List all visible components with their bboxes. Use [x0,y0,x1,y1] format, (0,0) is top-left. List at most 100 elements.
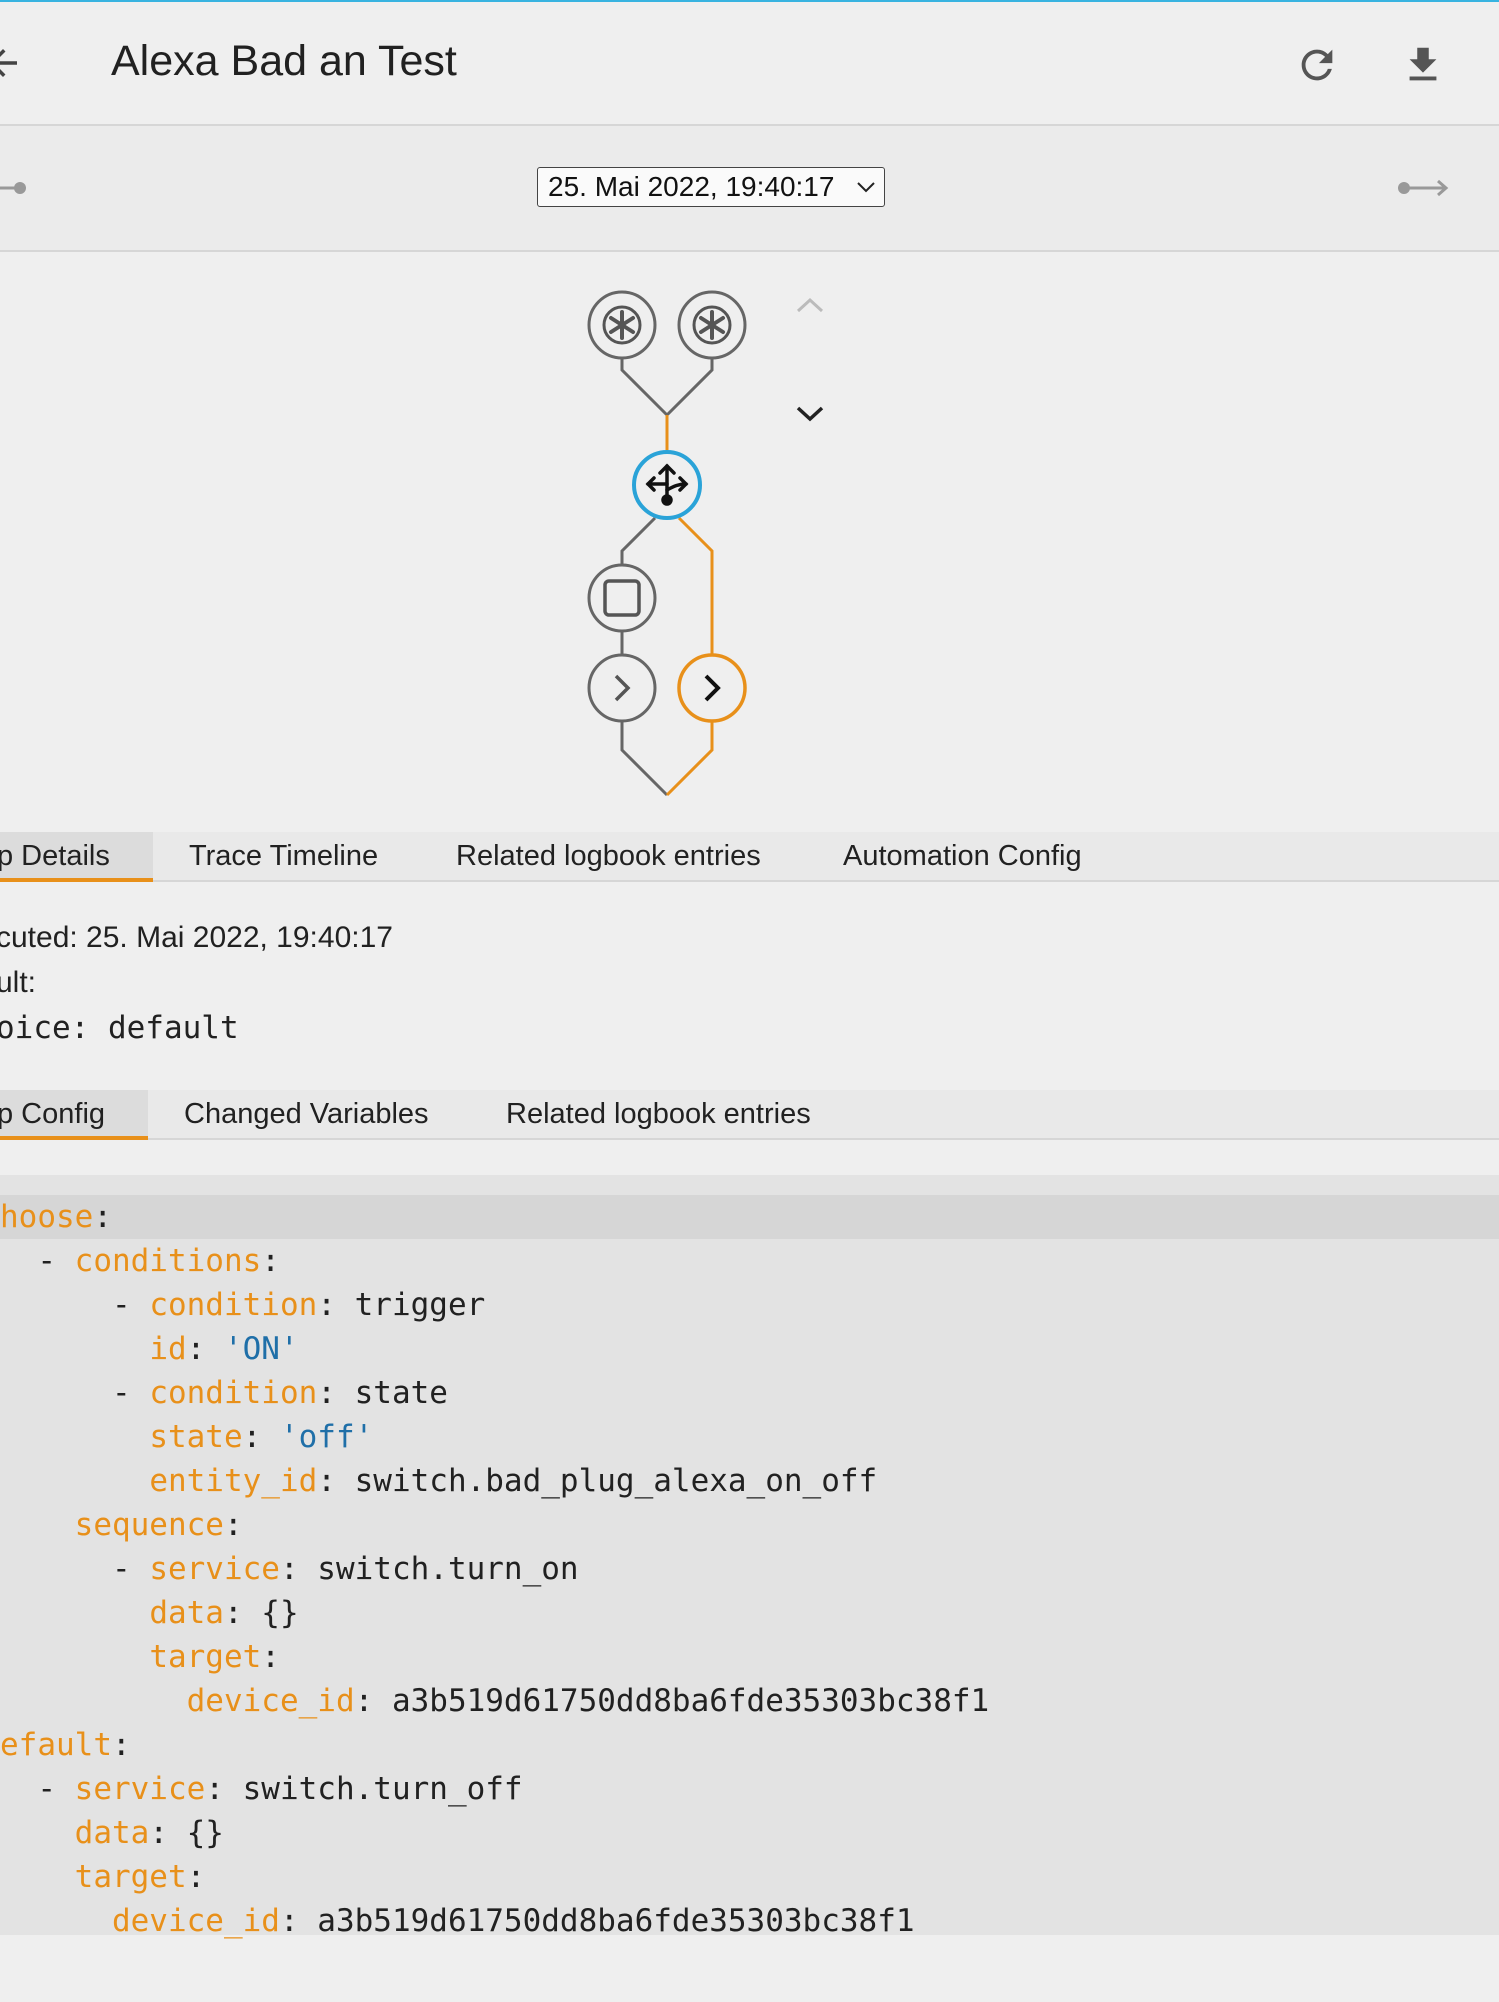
previous-trace-button[interactable] [0,178,30,198]
automation-trace-graph [587,290,824,797]
tab-label: Related logbook entries [456,840,761,872]
code-separator: : [242,1419,280,1455]
code-indent: - [0,1551,150,1587]
download-icon [1409,47,1437,81]
code-separator: : [317,1287,355,1323]
condition-node[interactable] [587,563,657,633]
trigger-node-1[interactable] [587,290,657,360]
choice-line: oice: default [0,1010,239,1046]
code-indent: - [0,1243,75,1279]
step-tabs: p Config Changed Variables Related logbo… [0,1090,1499,1140]
chevron-right-icon [704,674,721,702]
tab-step-config[interactable]: p Config [0,1090,148,1140]
code-separator: : [279,1903,318,1939]
code-key: entity_id [149,1463,318,1499]
code-line: - service: switch.turn_off [0,1767,1499,1811]
tab-changed-variables[interactable]: Changed Variables [184,1090,429,1138]
active-tab-indicator [0,878,153,882]
download-button[interactable] [1400,42,1446,88]
code-line: hoose: [0,1195,1499,1239]
code-key: efault [0,1727,112,1763]
code-key: condition [149,1287,318,1323]
code-separator: : [186,1859,206,1895]
code-separator: : [317,1463,355,1499]
tab-trace-timeline[interactable]: Trace Timeline [189,832,378,880]
chevron-down-icon [796,406,824,422]
code-separator: : [317,1375,355,1411]
active-tab-indicator [0,1136,148,1140]
code-separator: : [261,1243,280,1279]
choose-node[interactable] [632,450,702,520]
connector-action1-end [620,718,669,797]
trace-navigation-bar: 25. Mai 2022, 19:40:17 [0,126,1499,252]
refresh-button[interactable] [1294,42,1340,88]
code-line: - conditions: [0,1239,1499,1283]
page-title: Alexa Bad an Test [111,37,457,85]
trigger-node-2[interactable] [677,290,747,360]
code-indent [0,1507,75,1543]
code-separator: : [223,1507,243,1543]
call-split-icon [645,463,689,506]
connector-choose-right [677,516,714,658]
tab-label: Changed Variables [184,1098,429,1130]
code-value: a3b519d61750dd8ba6fde35303bc38f1 [317,1903,915,1939]
trace-select[interactable]: 25. Mai 2022, 19:40:17 [537,167,885,207]
tab-step-details[interactable]: p Details [0,832,153,882]
yaml-config-view: hoose: - conditions: - condition: trigge… [0,1175,1499,1939]
back-button[interactable] [0,42,24,84]
code-key: data [74,1815,150,1851]
refresh-icon [1301,49,1333,81]
tab-automation-config[interactable]: Automation Config [843,832,1082,880]
executed-line: cuted: 25. Mai 2022, 19:40:17 [0,921,393,954]
skip-previous-icon [0,182,26,194]
result-line: ult: [0,966,37,999]
code-value: trigger [354,1287,486,1323]
code-indent: - [0,1771,75,1807]
code-line: sequence: [0,1503,1499,1547]
code-line: - condition: state [0,1371,1499,1415]
code-key: hoose [0,1199,94,1235]
code-key: state [149,1419,243,1455]
code-separator: : [261,1639,280,1675]
code-key: conditions [74,1243,262,1279]
next-trace-button[interactable] [1396,178,1452,198]
code-indent [0,1859,75,1895]
code-key: id [149,1331,187,1367]
code-line: - condition: trigger [0,1283,1499,1327]
code-value: state [354,1375,448,1411]
graph-up-button[interactable] [796,297,824,313]
code-separator: : [205,1771,243,1807]
asterisk-icon [602,305,642,345]
skip-next-icon [1398,179,1449,197]
action-node-1[interactable] [587,653,657,723]
code-value: {} [186,1815,224,1851]
code-separator: : [279,1551,318,1587]
chevron-right-icon [614,674,631,702]
trace-tabs: p Details Trace Timeline Related logbook… [0,832,1499,882]
tab-label: Related logbook entries [506,1098,811,1130]
code-value: 'ON' [223,1331,299,1367]
code-value: switch.bad_plug_alexa_on_off [354,1463,878,1499]
code-indent [0,1595,149,1631]
tab-related-logbook[interactable]: Related logbook entries [456,832,761,880]
code-key: device_id [186,1683,355,1719]
code-indent [0,1419,149,1455]
code-line: target: [0,1635,1499,1679]
stop-icon [603,579,641,617]
code-separator: : [186,1331,224,1367]
chevron-up-icon [796,297,824,313]
code-key: service [74,1771,206,1807]
code-key: service [149,1551,280,1587]
code-key: target [74,1859,187,1895]
trace-select-value: 25. Mai 2022, 19:40:17 [548,171,835,202]
code-value: {} [261,1595,299,1631]
code-line: device_id: a3b519d61750dd8ba6fde35303bc3… [0,1679,1499,1723]
code-separator: : [223,1595,262,1631]
code-value: switch.turn_off [242,1771,523,1807]
graph-down-button[interactable] [796,406,824,422]
app-header: Alexa Bad an Test [0,2,1499,126]
action-node-2[interactable] [677,653,747,723]
code-line: entity_id: switch.bad_plug_alexa_on_off [0,1459,1499,1503]
tab-related-logbook-entries[interactable]: Related logbook entries [506,1090,811,1138]
code-line: id: 'ON' [0,1327,1499,1371]
